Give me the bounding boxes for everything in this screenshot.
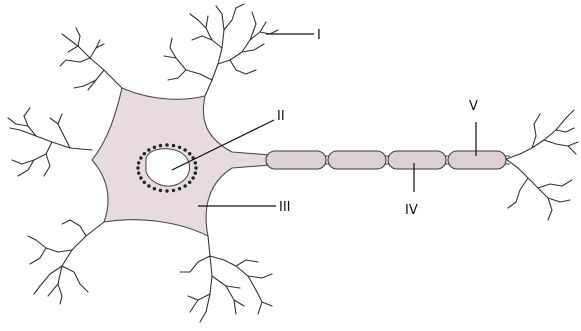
label-iii: III: [279, 200, 291, 215]
nucleus-dot: [188, 181, 191, 184]
nucleus-dot: [137, 171, 140, 174]
nucleus-dot: [172, 189, 175, 192]
nucleus-dot: [194, 171, 197, 174]
nucleus-dot: [194, 161, 197, 164]
label-v: V: [469, 99, 478, 114]
nucleus-dot: [137, 161, 140, 164]
dendrite-bottom: [180, 236, 272, 322]
nucleus-dot: [183, 184, 186, 187]
dendrite-top: [164, 4, 278, 96]
dendrite-top-left: [60, 28, 122, 90]
nucleus-dot: [178, 187, 181, 190]
nucleus-dot: [191, 176, 194, 179]
nucleus-dot: [159, 144, 162, 147]
nucleus-dot: [143, 181, 146, 184]
label-ii: II: [277, 109, 285, 124]
dendrite-bottom-left: [28, 220, 104, 304]
myelin-segment: [388, 151, 446, 169]
nucleus-dot: [153, 187, 156, 190]
nucleus-dot: [139, 176, 142, 179]
nucleus-dot: [143, 152, 146, 155]
nucleus-dot: [178, 146, 181, 149]
nucleus-dot: [139, 156, 142, 159]
myelin-segment: [266, 151, 326, 169]
myelin-segment: [448, 151, 506, 169]
dendrite-left: [8, 108, 92, 176]
nucleus-dot: [165, 189, 168, 192]
myelin-segment: [328, 151, 386, 169]
nucleus-dot: [147, 148, 150, 151]
nucleus-dot: [188, 152, 191, 155]
nucleus-dot: [194, 166, 197, 169]
labels: I II III IV V: [277, 28, 478, 218]
axon: [266, 151, 510, 169]
nucleus-dot: [153, 146, 156, 149]
nucleus-dot: [165, 143, 168, 146]
nucleus-dot: [159, 189, 162, 192]
nucleus-dot: [136, 166, 139, 169]
label-i: I: [317, 28, 321, 43]
axon-terminal: [506, 110, 578, 220]
nucleus-dot: [183, 148, 186, 151]
nucleus-dot: [147, 184, 150, 187]
label-iv: IV: [405, 203, 418, 218]
nucleus-dot: [172, 144, 175, 147]
